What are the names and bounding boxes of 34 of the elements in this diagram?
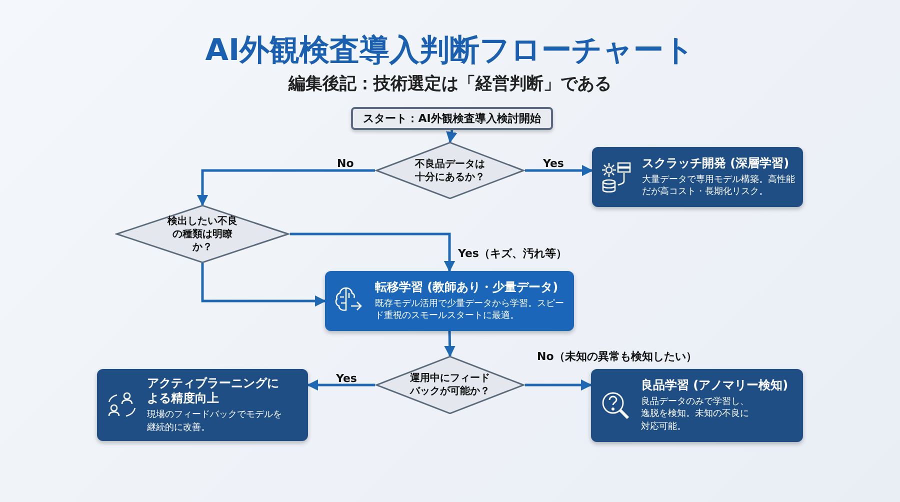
decision-diamond: [375, 356, 525, 414]
box-description: 現場のフィードバックでモデルを継続的に改善。: [147, 409, 282, 434]
decision-text: 不良品データは十分にあるか？: [414, 158, 486, 184]
box-heading: 良品学習 (アノマリー検知): [641, 378, 788, 394]
box-description: 大量データで専用モデル構築。高性能だが高コスト・長期化リスク。: [642, 174, 795, 198]
subtitle: 編集後記：技術選定は「経営判断」である: [287, 73, 612, 95]
arrow: [306, 379, 375, 391]
decision-text: 運用中にフィードバックが可能か？: [408, 372, 491, 398]
arrow: [201, 263, 326, 307]
arrow: [444, 330, 456, 358]
box-heading: アクティブラーニングによる精度向上: [147, 376, 280, 406]
title: AI外観検査導入判断フローチャート: [204, 32, 696, 70]
edge-label: No: [337, 157, 354, 170]
arrow: [446, 130, 458, 144]
decision-diamond: [115, 205, 290, 263]
decision-text: 検出したい不良の種類は明瞭か？: [166, 214, 238, 254]
process-box: [325, 271, 574, 331]
box-heading: スクラッチ開発 (深層学習): [642, 156, 790, 171]
edge-label: Yes: [336, 372, 357, 385]
process-box: [592, 147, 803, 207]
box-description: 良品データのみで学習し、逸脱を検知。未知の不良に対応可能。: [641, 396, 750, 433]
arrow: [290, 232, 456, 272]
process-box: [97, 369, 308, 441]
edge-label: Yes（キズ、汚れ等）: [458, 246, 567, 261]
edge-label: No（未知の異常も検知したい）: [537, 349, 697, 364]
start-box: スタート：AI外観検査導入検討開始: [351, 107, 553, 130]
arrow: [196, 169, 375, 206]
arrow: [525, 164, 594, 176]
edge-label: Yes: [543, 157, 564, 170]
box-description: 既存モデル活用で少量データから学習。スピード重視のスモールスタートに最適。: [375, 298, 565, 322]
box-heading: 転移学習 (教師あり・少量データ): [375, 280, 560, 295]
arrow: [525, 379, 592, 391]
decision-diamond: [375, 142, 525, 199]
process-box: [591, 369, 803, 442]
